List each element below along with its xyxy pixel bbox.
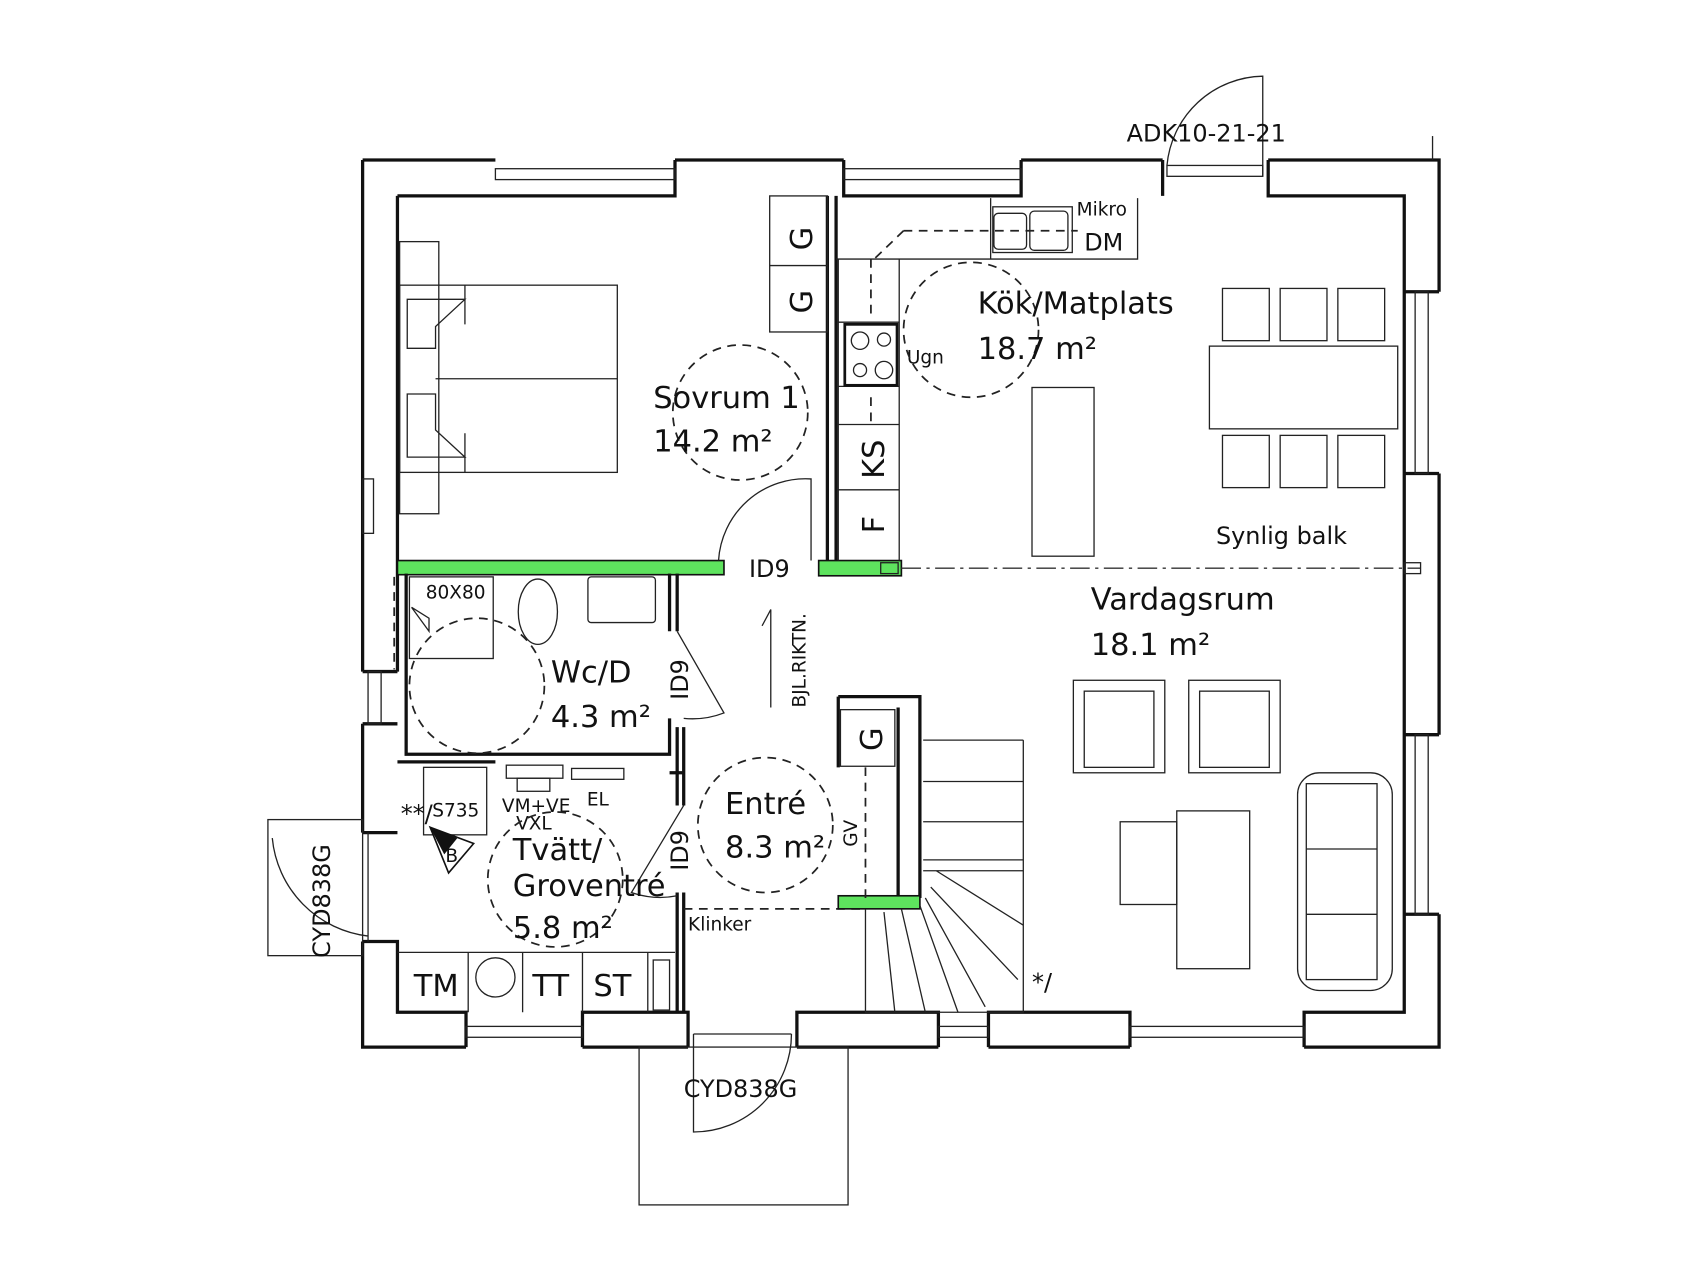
kitchen-counters: Mikro DM Ugn KS F	[836, 198, 1139, 561]
wc-fixtures: 80X80	[408, 576, 657, 660]
bed	[398, 240, 618, 515]
svg-text:ID9: ID9	[666, 830, 694, 871]
room-name-entre: Entré	[725, 787, 806, 822]
svg-text:Klinker: Klinker	[688, 915, 752, 936]
room-name-tvatt-2: Groventré	[513, 869, 666, 904]
living-furniture	[1072, 679, 1393, 992]
svg-text:GV: GV	[841, 819, 862, 846]
door-top-label: ADK10-21-21	[1127, 119, 1286, 147]
svg-text:DM: DM	[1084, 228, 1123, 256]
turning-circle	[902, 261, 1040, 399]
svg-text:ID9: ID9	[666, 659, 694, 700]
wardrobes: G G	[769, 195, 829, 333]
beam-label: Synlig balk	[1216, 522, 1347, 550]
stove	[843, 322, 899, 387]
room-area-wc: 4.3 m²	[551, 700, 651, 735]
svg-text:G: G	[785, 227, 820, 251]
svg-text:KS: KS	[857, 440, 892, 479]
door-left[interactable]: CYD838G	[267, 818, 369, 958]
svg-text:ID9: ID9	[749, 555, 790, 583]
interior-walls	[393, 195, 1422, 1013]
svg-text:TM: TM	[413, 969, 459, 1004]
svg-text:Ugn: Ugn	[907, 348, 944, 369]
room-name-vardagsrum: Vardagsrum	[1091, 583, 1275, 618]
svg-text:*/: */	[1032, 968, 1053, 996]
room-area-kok: 18.7 m²	[978, 332, 1097, 367]
svg-text:ST: ST	[593, 969, 631, 1004]
svg-text:Mikro: Mikro	[1077, 200, 1127, 221]
door-left-label: CYD838G	[308, 844, 336, 958]
exterior-walls	[360, 158, 1441, 1049]
room-name-wc: Wc/D	[551, 655, 632, 690]
svg-text:G: G	[855, 727, 890, 751]
svg-text:B: B	[445, 846, 458, 867]
turning-circle	[408, 617, 546, 755]
door-bottom-label: CYD838G	[684, 1075, 798, 1103]
laundry-fixtures: S735 **/ B VM+VE VXL EL TM TT ST	[397, 764, 675, 1013]
svg-text:**/: **/	[401, 800, 434, 828]
beam-direction-label: BJL.RIKTN.	[790, 613, 811, 707]
room-name-kok: Kök/Matplats	[978, 286, 1174, 321]
turning-circle	[671, 344, 809, 481]
room-area-entre: 8.3 m²	[725, 831, 825, 866]
svg-text:F: F	[857, 516, 892, 534]
room-name-sovrum: Sovrum 1	[653, 381, 800, 416]
room-area-tvatt: 5.8 m²	[513, 911, 613, 946]
turning-circle	[696, 756, 834, 894]
svg-text:80X80: 80X80	[426, 583, 486, 604]
arrow-icon	[761, 609, 772, 708]
door-top[interactable]: ADK10-21-21	[1127, 75, 1434, 177]
svg-text:EL: EL	[587, 789, 610, 810]
svg-text:TT: TT	[531, 969, 569, 1004]
dining-set	[1208, 287, 1399, 489]
svg-text:G: G	[785, 290, 820, 314]
staircase: G GV */	[836, 694, 1053, 1013]
svg-text:S735: S735	[432, 800, 479, 821]
svg-text:VXL: VXL	[516, 813, 552, 834]
door-bottom[interactable]: CYD838G	[638, 1033, 849, 1206]
room-name-tvatt-1: Tvätt/	[512, 833, 603, 868]
turning-circle	[486, 811, 624, 948]
kitchen-island	[1031, 386, 1095, 557]
room-area-sovrum: 14.2 m²	[653, 425, 772, 460]
room-area-vardagsrum: 18.1 m²	[1091, 628, 1210, 663]
windows	[361, 168, 1429, 1038]
svg-text:VM+VE: VM+VE	[502, 796, 570, 817]
